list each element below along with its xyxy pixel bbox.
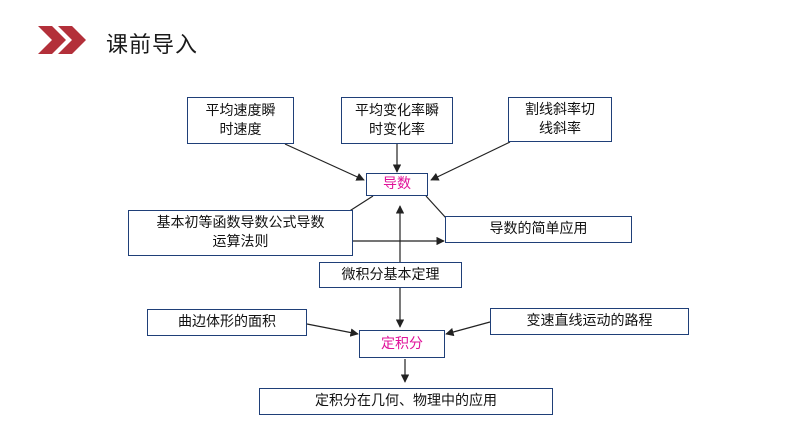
node-integral-applications: 定积分在几何、物理中的应用 [259,388,553,415]
node-curved-area: 曲边体形的面积 [147,309,307,336]
arrow-avg-velocity-to-derivative [284,143,365,181]
node-avg-velocity: 平均速度瞬 时速度 [187,97,294,144]
node-definite-integral: 定积分 [359,330,445,358]
node-basic-formulas: 基本初等函数导数公式导数 运算法则 [128,210,353,256]
node-variable-motion: 变速直线运动的路程 [490,308,689,335]
line-derivative-to-apps [425,195,447,219]
node-secant-slope: 割线斜率切 线斜率 [508,97,612,142]
double-chevron-right-icon [38,26,86,54]
arrow-area-to-integral [306,323,359,337]
line-derivative-to-formulas [347,195,374,213]
node-derivative-applications: 导数的简单应用 [445,216,632,243]
node-fundamental-theorem: 微积分基本定理 [319,262,462,288]
page-title: 课前导入 [106,33,199,58]
node-derivative: 导数 [366,173,428,196]
arrow-motion-to-integral [445,321,491,337]
arrow-secant-to-derivative [430,141,511,181]
node-avg-rate: 平均变化率瞬 时变化率 [341,97,453,144]
